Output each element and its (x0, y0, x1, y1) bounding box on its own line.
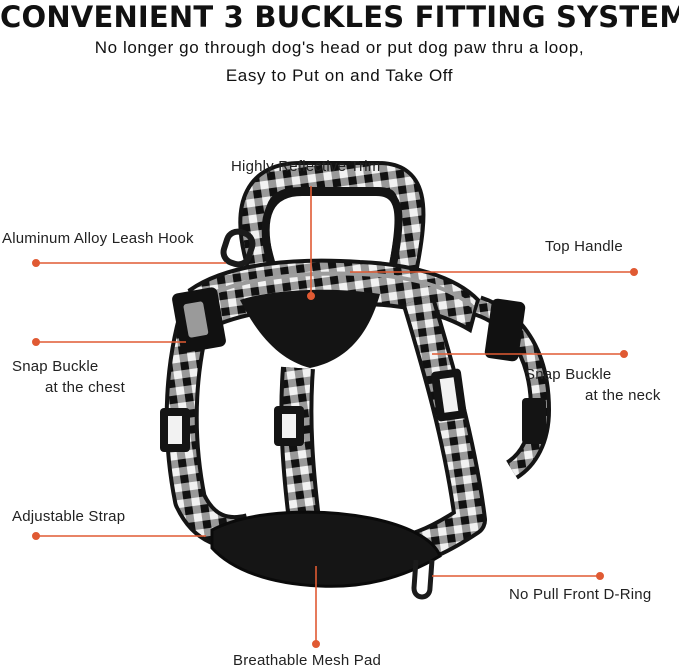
callout-lines (31, 186, 638, 648)
neck-snap-buckle (484, 298, 526, 362)
subtitle-line-1: No longer go through dog's head or put d… (94, 38, 585, 57)
slider-buckles (160, 368, 546, 452)
page-title: CONVENIENT 3 BUCKLES FITTING SYSTEM (0, 0, 679, 34)
mesh-pad (210, 510, 442, 588)
label-snap-neck-line-2: at the neck (585, 387, 661, 404)
label-reflective-trim: Highly Reflective Trim (231, 158, 381, 175)
top-handle (238, 161, 426, 280)
label-leash-hook: Aluminum Alloy Leash Hook (2, 230, 194, 247)
back-plate (187, 258, 481, 368)
front-d-ring (411, 559, 435, 600)
chest-snap-buckle (172, 287, 226, 353)
label-adjustable-strap: Adjustable Strap (12, 508, 126, 525)
label-d-ring: No Pull Front D-Ring (509, 586, 652, 603)
label-snap-chest-line-1: Snap Buckle (12, 358, 99, 375)
label-mesh-pad: Breathable Mesh Pad (233, 652, 382, 669)
leash-hook (220, 228, 256, 268)
subtitle-line-2: Easy to Put on and Take Off (225, 66, 454, 85)
label-snap-chest-line-2: at the chest (45, 379, 125, 396)
label-snap-neck-line-1: Snap Buckle (525, 366, 612, 383)
label-top-handle: Top Handle (545, 238, 623, 255)
